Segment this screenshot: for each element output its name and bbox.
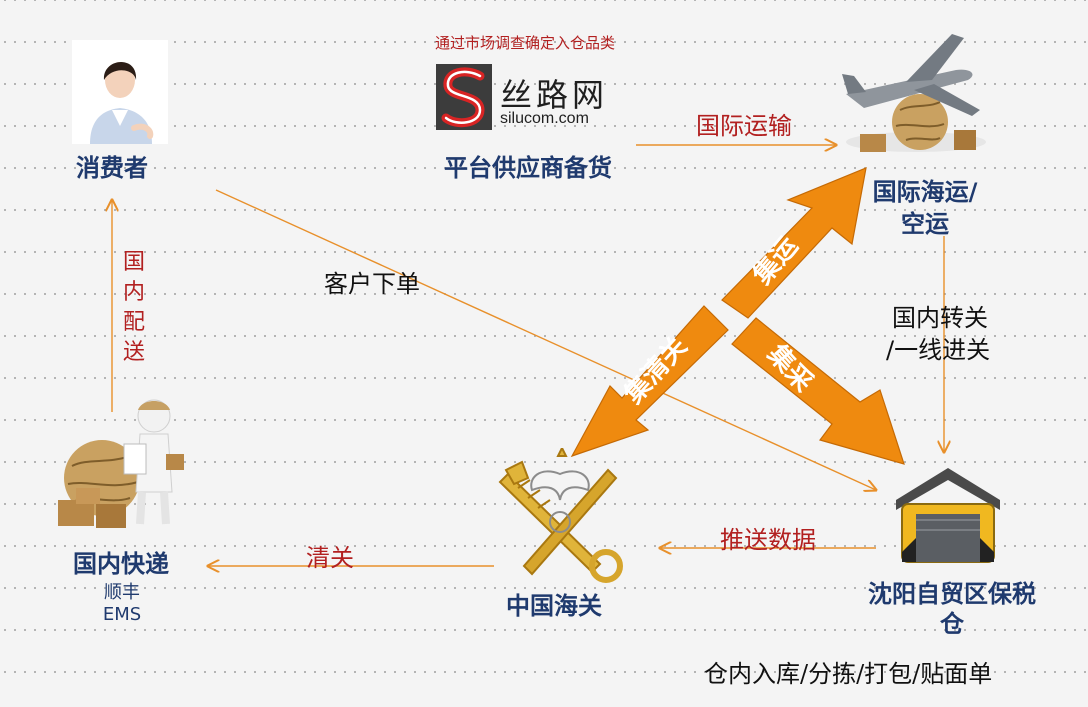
- warehouse-ops-label: 仓内入库/分拣/打包/贴面单: [704, 660, 993, 688]
- intl-shipping-label-line2: 空运: [901, 210, 949, 238]
- person-icon: [72, 40, 168, 144]
- logo-en-text: silucom.com: [500, 110, 589, 127]
- intl-shipping-label-line1: 国际海运/: [872, 178, 978, 206]
- domestic-transfer-label-1: 国内转关: [892, 304, 988, 332]
- big-arrow-consolidate-ship: 集运: [721, 167, 867, 319]
- express-sub-sf: 顺丰: [104, 582, 140, 603]
- push-data-label: 推送数据: [720, 526, 816, 554]
- consumer-label: 消费者: [76, 154, 148, 182]
- supplier-label: 平台供应商备货: [444, 154, 612, 182]
- customs-label: 中国海关: [506, 592, 602, 620]
- arrow-consumer-order-to-warehouse: [215, 189, 876, 490]
- warehouse-icon: [896, 468, 1000, 563]
- silucom-logo: 丝路网 silucom.com: [434, 64, 604, 132]
- top-note: 通过市场调查确定入仓品类: [434, 34, 615, 52]
- domestic-delivery-label: 国内配送: [122, 250, 145, 365]
- clearance-label: 清关: [306, 544, 354, 572]
- logo-cn-text: 丝路网: [500, 76, 609, 114]
- courier-globe-icon: [58, 399, 184, 528]
- silucom-s-icon: [436, 64, 492, 130]
- airplane-globe-icon: [842, 34, 986, 152]
- express-sub-ems: EMS: [102, 604, 142, 625]
- domestic-transfer-label-2: /一线进关: [886, 336, 991, 364]
- warehouse-label-line1: 沈阳自贸区保税: [868, 580, 1036, 608]
- customs-emblem-icon: [498, 448, 623, 583]
- intl-transport-label: 国际运输: [696, 112, 792, 140]
- big-arrow-consolidate-clearance: 集清关: [570, 305, 729, 458]
- warehouse-label-line2: 仓: [940, 610, 964, 638]
- express-label: 国内快递: [73, 550, 169, 578]
- customer-order-label: 客户下单: [324, 270, 420, 298]
- big-arrow-consolidate-purchase: 集采: [731, 317, 905, 465]
